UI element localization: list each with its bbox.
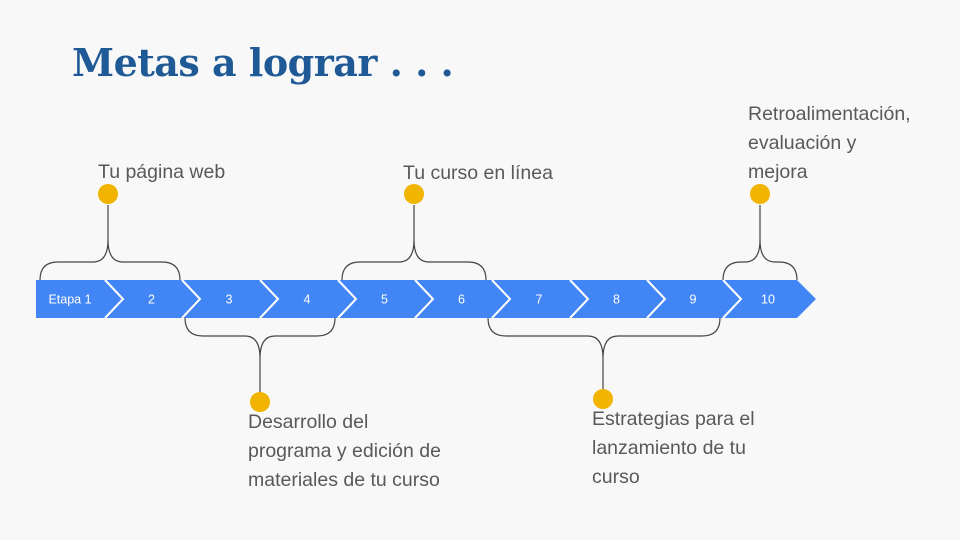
milestone-label-launch: Estrategias para el lanzamiento de tu cu… (592, 408, 755, 488)
chevron-divider (104, 279, 125, 319)
stage-label: 2 (148, 293, 155, 307)
chevron-divider (414, 279, 435, 319)
stage-label: 3 (226, 293, 233, 307)
stage-label: 4 (304, 293, 311, 307)
stage-label: 5 (381, 293, 388, 307)
milestone-course-online-dot (404, 184, 424, 204)
milestone-course-online-brace (341, 205, 487, 281)
milestone-launch-brace (487, 317, 721, 390)
timeline-bar (36, 280, 816, 318)
stage-label: Etapa 1 (48, 293, 91, 307)
milestone-label-course-online: Tu curso en línea (403, 162, 553, 184)
stage-label: 9 (690, 293, 697, 307)
stage-label: 8 (613, 293, 620, 307)
chevron-divider (337, 279, 358, 319)
stage-label: 7 (536, 293, 543, 307)
chevron-divider (569, 279, 590, 319)
slide-title: Metas a lograr . . . (72, 40, 454, 85)
stage-label: 10 (761, 293, 775, 307)
milestone-web-dot (98, 184, 118, 204)
milestone-label-feedback: Retroalimentación, evaluación y mejora (748, 103, 911, 183)
milestone-web-brace (39, 205, 181, 281)
milestone-development-dot (250, 392, 270, 412)
milestone-development-brace (184, 317, 336, 392)
chevron-divider (259, 279, 280, 319)
chevron-divider (646, 279, 667, 319)
milestone-label-web: Tu página web (98, 161, 226, 183)
milestone-feedback-brace (722, 205, 798, 281)
stage-label: 6 (458, 293, 465, 307)
chevron-divider (181, 279, 202, 319)
milestone-feedback-dot (750, 184, 770, 204)
milestone-label-development: Desarrollo del programa y edición de mat… (248, 411, 441, 491)
chevron-divider (722, 279, 743, 319)
milestone-launch-dot (593, 389, 613, 409)
chevron-divider (491, 279, 512, 319)
